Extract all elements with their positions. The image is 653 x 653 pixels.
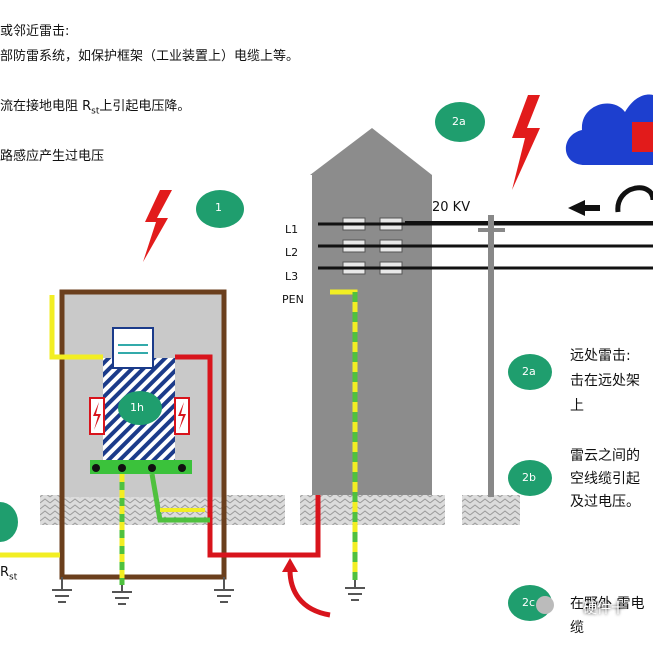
right-note-b3: 及过电压。 <box>570 494 640 510</box>
left-arrow <box>568 200 600 216</box>
right-note-a1: 远处雷击: <box>570 348 631 364</box>
badge-2a-top-shape <box>435 102 485 142</box>
wire-yellow-left <box>49 295 103 360</box>
right-note-c2: 缆 <box>570 620 584 636</box>
note-top-line3: 流在接地电阻 Rst上引起电压降。 <box>0 95 190 117</box>
ground-symbol-1 <box>52 577 72 603</box>
watermark-icon <box>536 596 554 614</box>
label-l3: L3 <box>285 270 299 283</box>
ground-symbol-4 <box>345 580 365 601</box>
red-curve-arrowhead <box>282 558 298 572</box>
ground-symbol-2 <box>112 585 132 605</box>
surge-bolt-right <box>178 402 186 430</box>
pole <box>488 215 494 497</box>
terminal-3 <box>148 464 156 472</box>
note-top-line4: 路感应产生过电压 <box>0 149 105 164</box>
note-top-line3-sub: st <box>91 106 100 117</box>
cloud-red-mark <box>632 122 653 152</box>
right-note-a3: 上 <box>570 398 584 414</box>
badge-1h-shape <box>118 391 162 425</box>
badge-left-partial-shape <box>0 502 18 542</box>
equipment-base <box>90 460 192 474</box>
label-pen: PEN <box>282 293 304 306</box>
badge-1-shape <box>196 190 244 228</box>
note-top-line3-end: 上引起电压降。 <box>99 99 191 114</box>
ground-resistance-sub: st <box>9 572 18 583</box>
surge-bolt-left <box>93 402 101 430</box>
badge-1h-label: 1h <box>130 401 144 414</box>
right-note-a2: 击在远处架 <box>570 373 640 389</box>
watermark-text: 硬件十 <box>583 601 625 617</box>
red-curve-arrow <box>287 569 331 618</box>
label-l1: L1 <box>285 223 299 236</box>
right-note-b1: 雷云之间的 <box>570 448 640 464</box>
lightning-bolt-1 <box>143 190 172 262</box>
right-note-c1: 在野外 雷电 <box>570 596 645 612</box>
note-top-line1: 或邻近雷击: <box>0 24 70 39</box>
ground-resistance-label: Rst <box>0 565 17 583</box>
note-top-line2: 部防雷系统，如保护框架（工业装置上）电缆上等。 <box>0 49 300 64</box>
tower-body <box>312 175 432 495</box>
equipment-top <box>112 327 154 369</box>
badge-2a-shape <box>508 354 552 390</box>
terminal-2 <box>118 464 126 472</box>
terminal-4 <box>178 464 186 472</box>
ground-symbol-3 <box>214 577 234 603</box>
badge-2c-label: 2c <box>522 596 536 609</box>
cloud <box>565 94 653 165</box>
terminal-1 <box>92 464 100 472</box>
tower-roof <box>310 128 432 175</box>
badge-2a-top-label: 2a <box>452 115 466 128</box>
badge-2a-label: 2a <box>522 365 536 378</box>
ground-resistance-r: R <box>0 565 10 580</box>
wire-green-right <box>149 473 210 523</box>
badge-1-label: 1 <box>215 201 222 214</box>
label-l2: L2 <box>285 246 299 259</box>
arc-arrow <box>615 185 653 213</box>
note-top-line3-start: 流在接地电阻 R <box>0 99 92 114</box>
badge-2b-shape <box>508 460 552 496</box>
label-voltage: 20 KV <box>432 200 471 215</box>
lightning-bolt-2 <box>512 95 540 190</box>
ground-strip-right <box>462 495 520 525</box>
ground-strip-middle <box>300 495 445 525</box>
house-frame <box>59 289 227 580</box>
badge-2b-label: 2b <box>522 471 536 484</box>
right-note-b2: 空线缆引起 <box>570 471 640 487</box>
